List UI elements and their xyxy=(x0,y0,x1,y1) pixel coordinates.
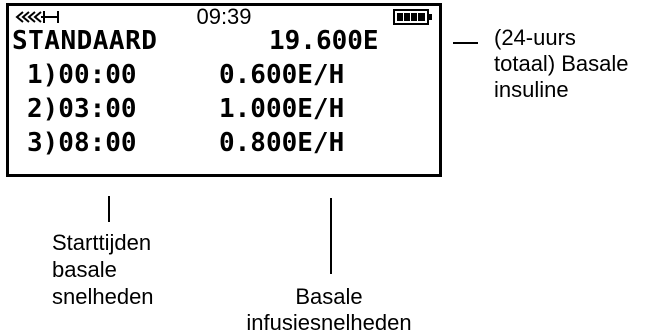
segment-rate: 0.800E/H xyxy=(219,128,345,158)
battery-full-icon xyxy=(393,9,433,30)
basal-segment-row-3: 3)08:00 0.800E/H xyxy=(9,130,439,156)
profile-header-row: STANDAARD 19.600E xyxy=(9,28,439,54)
pump-lcd-screen: 09:39 STANDAARD 19.600E 1)00:00 0.600E/H… xyxy=(6,3,442,177)
callout-line-start-times xyxy=(108,196,110,222)
callout-text-line: insuline xyxy=(494,77,569,102)
segment-start-time: 1)00:00 xyxy=(27,60,137,90)
segment-rate: 0.600E/H xyxy=(219,60,345,90)
callout-text-line: totaal) Basale xyxy=(494,51,629,76)
callout-line-rates xyxy=(330,198,332,274)
callout-text-line: (24-uurs xyxy=(494,25,576,50)
segment-start-time: 2)03:00 xyxy=(27,94,137,124)
segment-rate: 1.000E/H xyxy=(219,94,345,124)
callout-line-total xyxy=(453,42,478,44)
clock-time: 09:39 xyxy=(196,4,252,29)
segment-start-time: 3)08:00 xyxy=(27,128,137,158)
callout-text-line: infusiesnelheden xyxy=(246,310,412,335)
basal-segment-row-1: 1)00:00 0.600E/H xyxy=(9,62,439,88)
callout-text-line: Basale xyxy=(295,284,363,309)
callout-text-line: snelheden xyxy=(52,284,154,309)
profile-total-daily-dose: 19.600E xyxy=(269,26,379,56)
basal-segment-row-2: 2)03:00 1.000E/H xyxy=(9,96,439,122)
status-bar: 09:39 xyxy=(9,4,439,30)
callout-text-line: basale xyxy=(52,257,117,282)
bolus-delivery-icon xyxy=(14,10,62,29)
callout-text-line: Starttijden xyxy=(52,230,152,255)
profile-name: STANDAARD xyxy=(12,26,158,56)
